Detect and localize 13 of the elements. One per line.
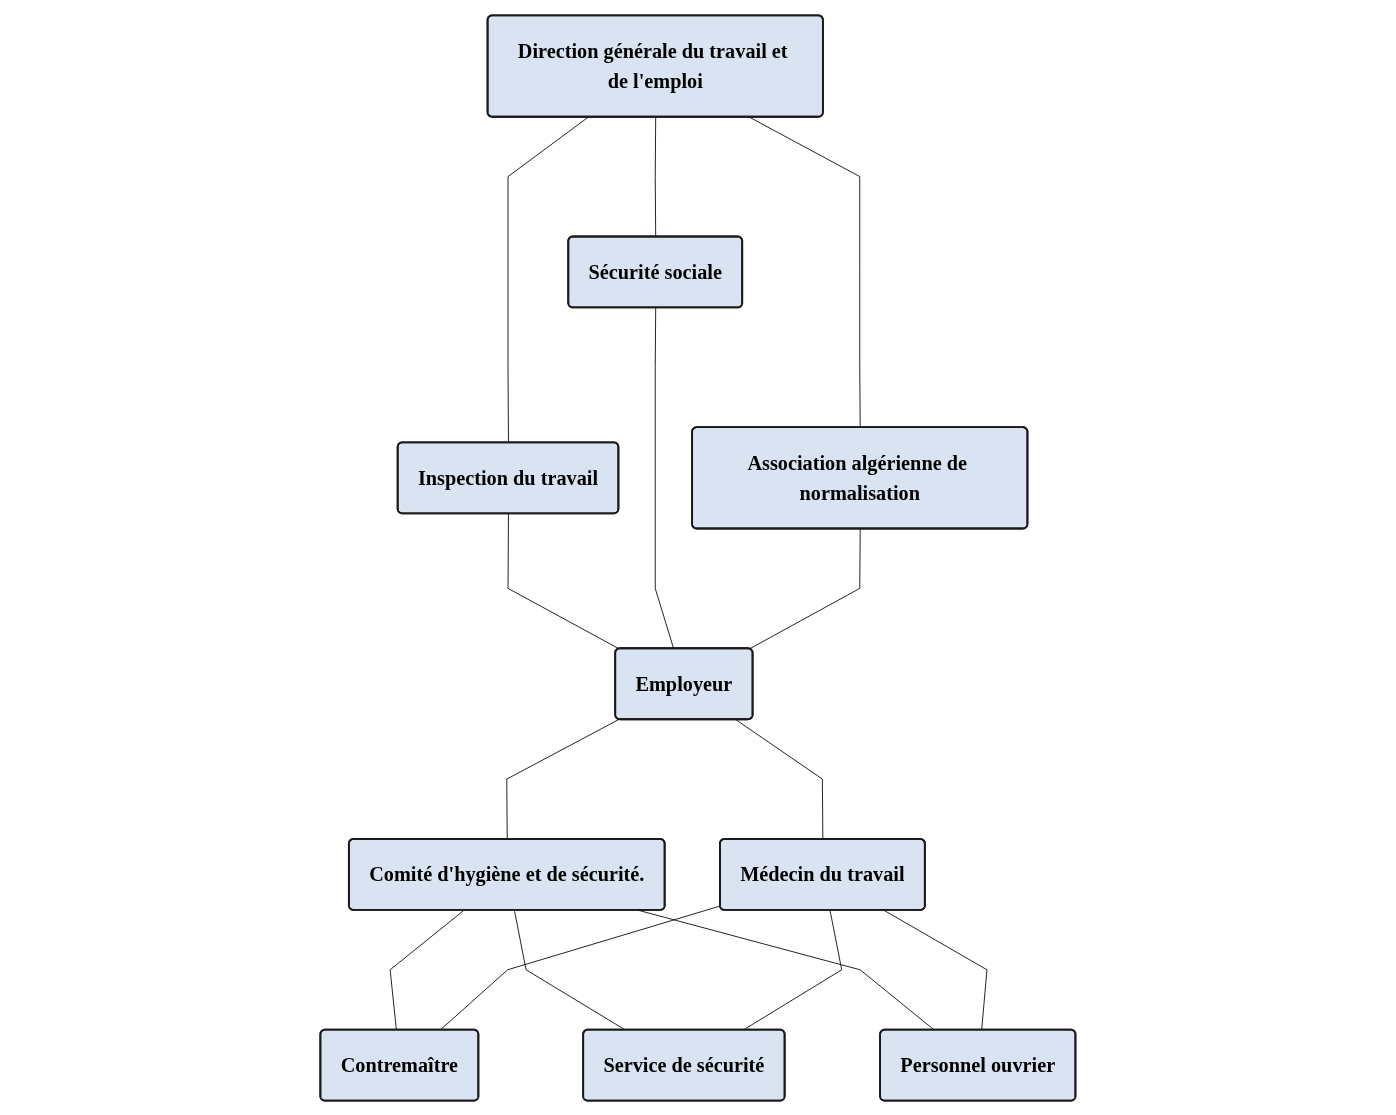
connector (883, 909, 988, 1031)
connector (749, 116, 861, 428)
connector (654, 116, 657, 237)
connector (507, 512, 620, 649)
connector (389, 909, 465, 1031)
org-chart: Direction générale du travail et de l'emploi Sécurité sociale Inspection du travail Association algérienne de normalisation Employeur Comité d'hygiène et de sécurité. Médecin du travail Contremaître Service de sécurité Personnel ouvrier (313, 7, 1083, 1108)
connector (439, 905, 721, 1031)
connector (507, 116, 589, 443)
connector (506, 718, 620, 840)
connector (735, 718, 824, 840)
connector (654, 306, 675, 649)
connector (749, 528, 861, 649)
connector (638, 909, 935, 1031)
